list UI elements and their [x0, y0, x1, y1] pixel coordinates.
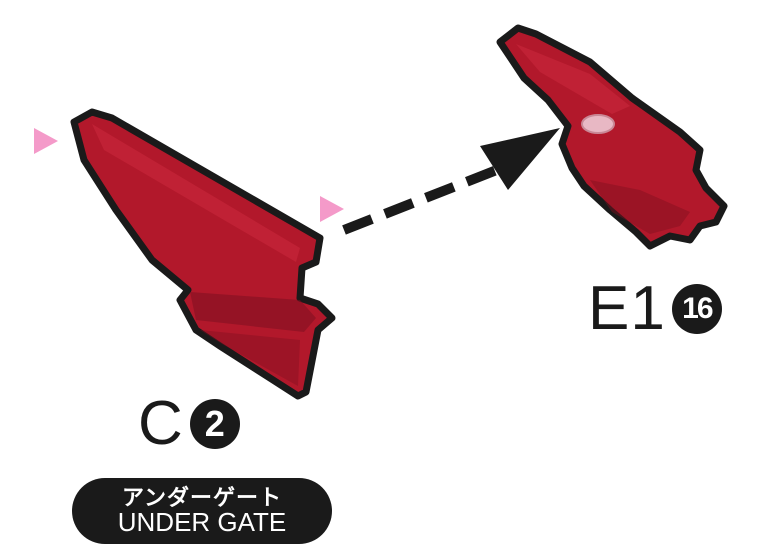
part-number-badge: 2: [189, 399, 240, 449]
gate-badge-english: UNDER GATE: [117, 506, 287, 537]
part-label-c2: C 2: [138, 393, 240, 455]
part-letter: E1: [588, 274, 666, 343]
part-number-badge: 16: [671, 284, 722, 334]
part-letter: C: [138, 389, 184, 458]
part-label-e1: E1 16: [588, 278, 722, 340]
under-gate-badge: アンダーゲート UNDER GATE: [72, 478, 332, 544]
pink-triangle-marker-icon: [320, 196, 344, 222]
gate-badge-japanese: アンダーゲート: [121, 484, 283, 510]
dashed-arrow-icon: [342, 128, 560, 235]
part-e1-piece: [496, 24, 728, 250]
part-c-piece: [70, 108, 336, 400]
pink-triangle-marker-icon: [34, 128, 58, 154]
gate-mark: [581, 114, 615, 134]
